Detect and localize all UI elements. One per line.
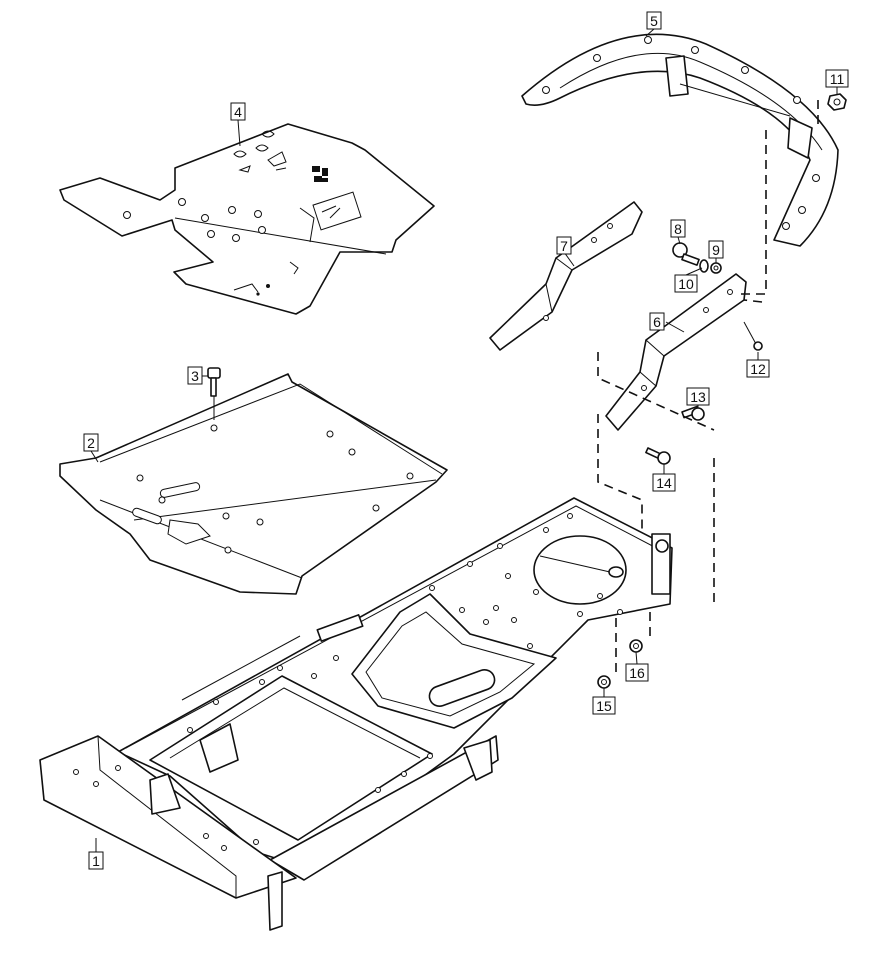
bracket-6-part	[605, 273, 747, 431]
callout-16-text: 16	[629, 665, 645, 681]
callout-8-text: 8	[674, 221, 682, 237]
callout-8: 8	[670, 219, 686, 238]
callout-5-text: 5	[650, 13, 658, 29]
washer-9-part	[710, 262, 722, 274]
bolt-13-part	[681, 405, 705, 421]
nut-16-part	[629, 639, 643, 653]
bracket-7-part	[489, 201, 643, 351]
callout-16: 16	[625, 663, 649, 682]
callout-11: 11	[825, 69, 849, 88]
callout-labels: 1 2 3 4 5 6 7 8 9 10 11 12 13 14 15 16	[83, 11, 849, 870]
callout-10-text: 10	[678, 276, 694, 292]
callout-2-text: 2	[87, 435, 95, 451]
bolt-14-part	[645, 447, 671, 465]
callout-3-text: 3	[191, 368, 199, 384]
callout-3: 3	[187, 366, 203, 385]
callout-4-text: 4	[234, 104, 242, 120]
main-frame-part	[39, 497, 673, 931]
nut-11-part	[827, 93, 847, 111]
callout-13-text: 13	[690, 389, 706, 405]
callout-9-text: 9	[712, 242, 720, 258]
callout-9: 9	[708, 240, 724, 259]
callout-4: 4	[230, 102, 246, 121]
callout-11-text: 11	[830, 71, 845, 87]
callout-15-text: 15	[596, 698, 612, 714]
callout-12: 12	[746, 359, 770, 378]
callout-6-text: 6	[653, 314, 661, 330]
washer-10-part	[699, 259, 709, 273]
callout-1-text: 1	[92, 853, 100, 869]
callout-14-text: 14	[656, 475, 672, 491]
callout-15: 15	[592, 696, 616, 715]
rear-bumper-part	[521, 33, 839, 247]
floor-panel-part	[59, 373, 448, 595]
callout-7-text: 7	[560, 238, 568, 254]
callout-5: 5	[646, 11, 662, 30]
callout-10: 10	[674, 274, 698, 293]
nut-15-part	[597, 675, 611, 689]
bolt-8-part	[672, 242, 700, 266]
screw-3-part	[207, 367, 221, 420]
callout-1: 1	[88, 851, 104, 870]
callout-12-text: 12	[750, 361, 766, 377]
callout-2: 2	[83, 433, 99, 452]
callout-7: 7	[556, 236, 572, 255]
bolt-12-part	[743, 321, 763, 351]
callout-14: 14	[652, 473, 676, 492]
callout-6: 6	[649, 312, 665, 331]
callout-13: 13	[686, 387, 710, 406]
floor-mat-part	[59, 123, 435, 315]
